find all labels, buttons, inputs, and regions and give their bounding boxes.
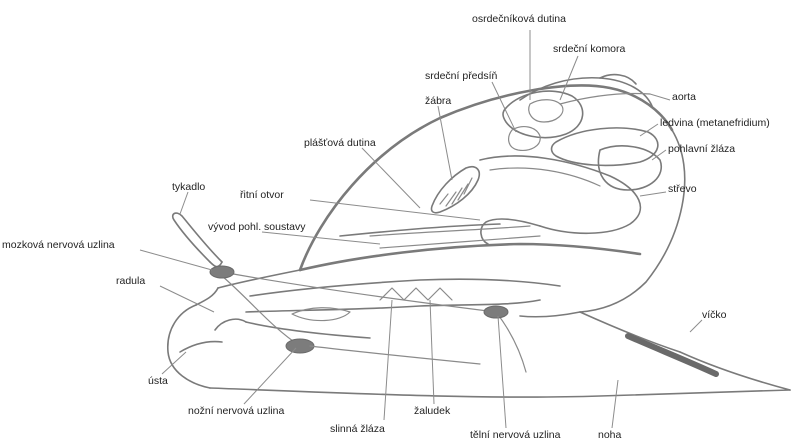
label-aorta: aorta <box>672 91 696 103</box>
label-mozkova-uzlina: mozková nervová uzlina <box>2 239 115 251</box>
label-telni-uzlina: tělní nervová uzlina <box>470 429 561 441</box>
label-tykadlo: tykadlo <box>172 181 205 193</box>
label-nozni-uzlina: nožní nervová uzlina <box>188 405 284 417</box>
label-pohlavni-zlaza: pohlavní žláza <box>668 143 735 155</box>
label-usta: ústa <box>148 375 168 387</box>
aorta-vessel <box>560 93 650 104</box>
nerve-system <box>210 266 526 372</box>
label-srdecni-komora: srdeční komora <box>553 43 626 55</box>
gonad <box>598 146 661 190</box>
labels: osrdečníková dutina srdeční komora srdeč… <box>2 13 770 441</box>
label-osrdecnikova-dutina: osrdečníková dutina <box>472 13 566 25</box>
label-noha: noha <box>598 429 622 441</box>
label-zabra: žábra <box>425 95 451 107</box>
label-plastova-dutina: plášťová dutina <box>304 137 376 149</box>
label-vicko: víčko <box>702 309 727 321</box>
cerebral-ganglion <box>210 266 234 278</box>
label-vyvod: vývod pohl. soustavy <box>208 221 306 233</box>
label-slinna-zlaza: slinná žláza <box>330 423 385 435</box>
label-ledvina: ledvina (metanefridium) <box>660 117 770 129</box>
gill <box>431 167 479 213</box>
label-zaludek: žaludek <box>414 405 451 417</box>
operculum <box>628 336 716 374</box>
heart-ventricle <box>529 100 563 122</box>
label-srdecni-predsin: srdeční předsíň <box>425 70 498 82</box>
label-strevo: střevo <box>668 183 697 195</box>
visceral-ganglion <box>484 306 508 318</box>
intestine <box>480 156 640 244</box>
label-radula: radula <box>116 275 145 287</box>
label-ritni-otvor: řitní otvor <box>240 189 284 201</box>
heart-atrium <box>509 127 541 151</box>
